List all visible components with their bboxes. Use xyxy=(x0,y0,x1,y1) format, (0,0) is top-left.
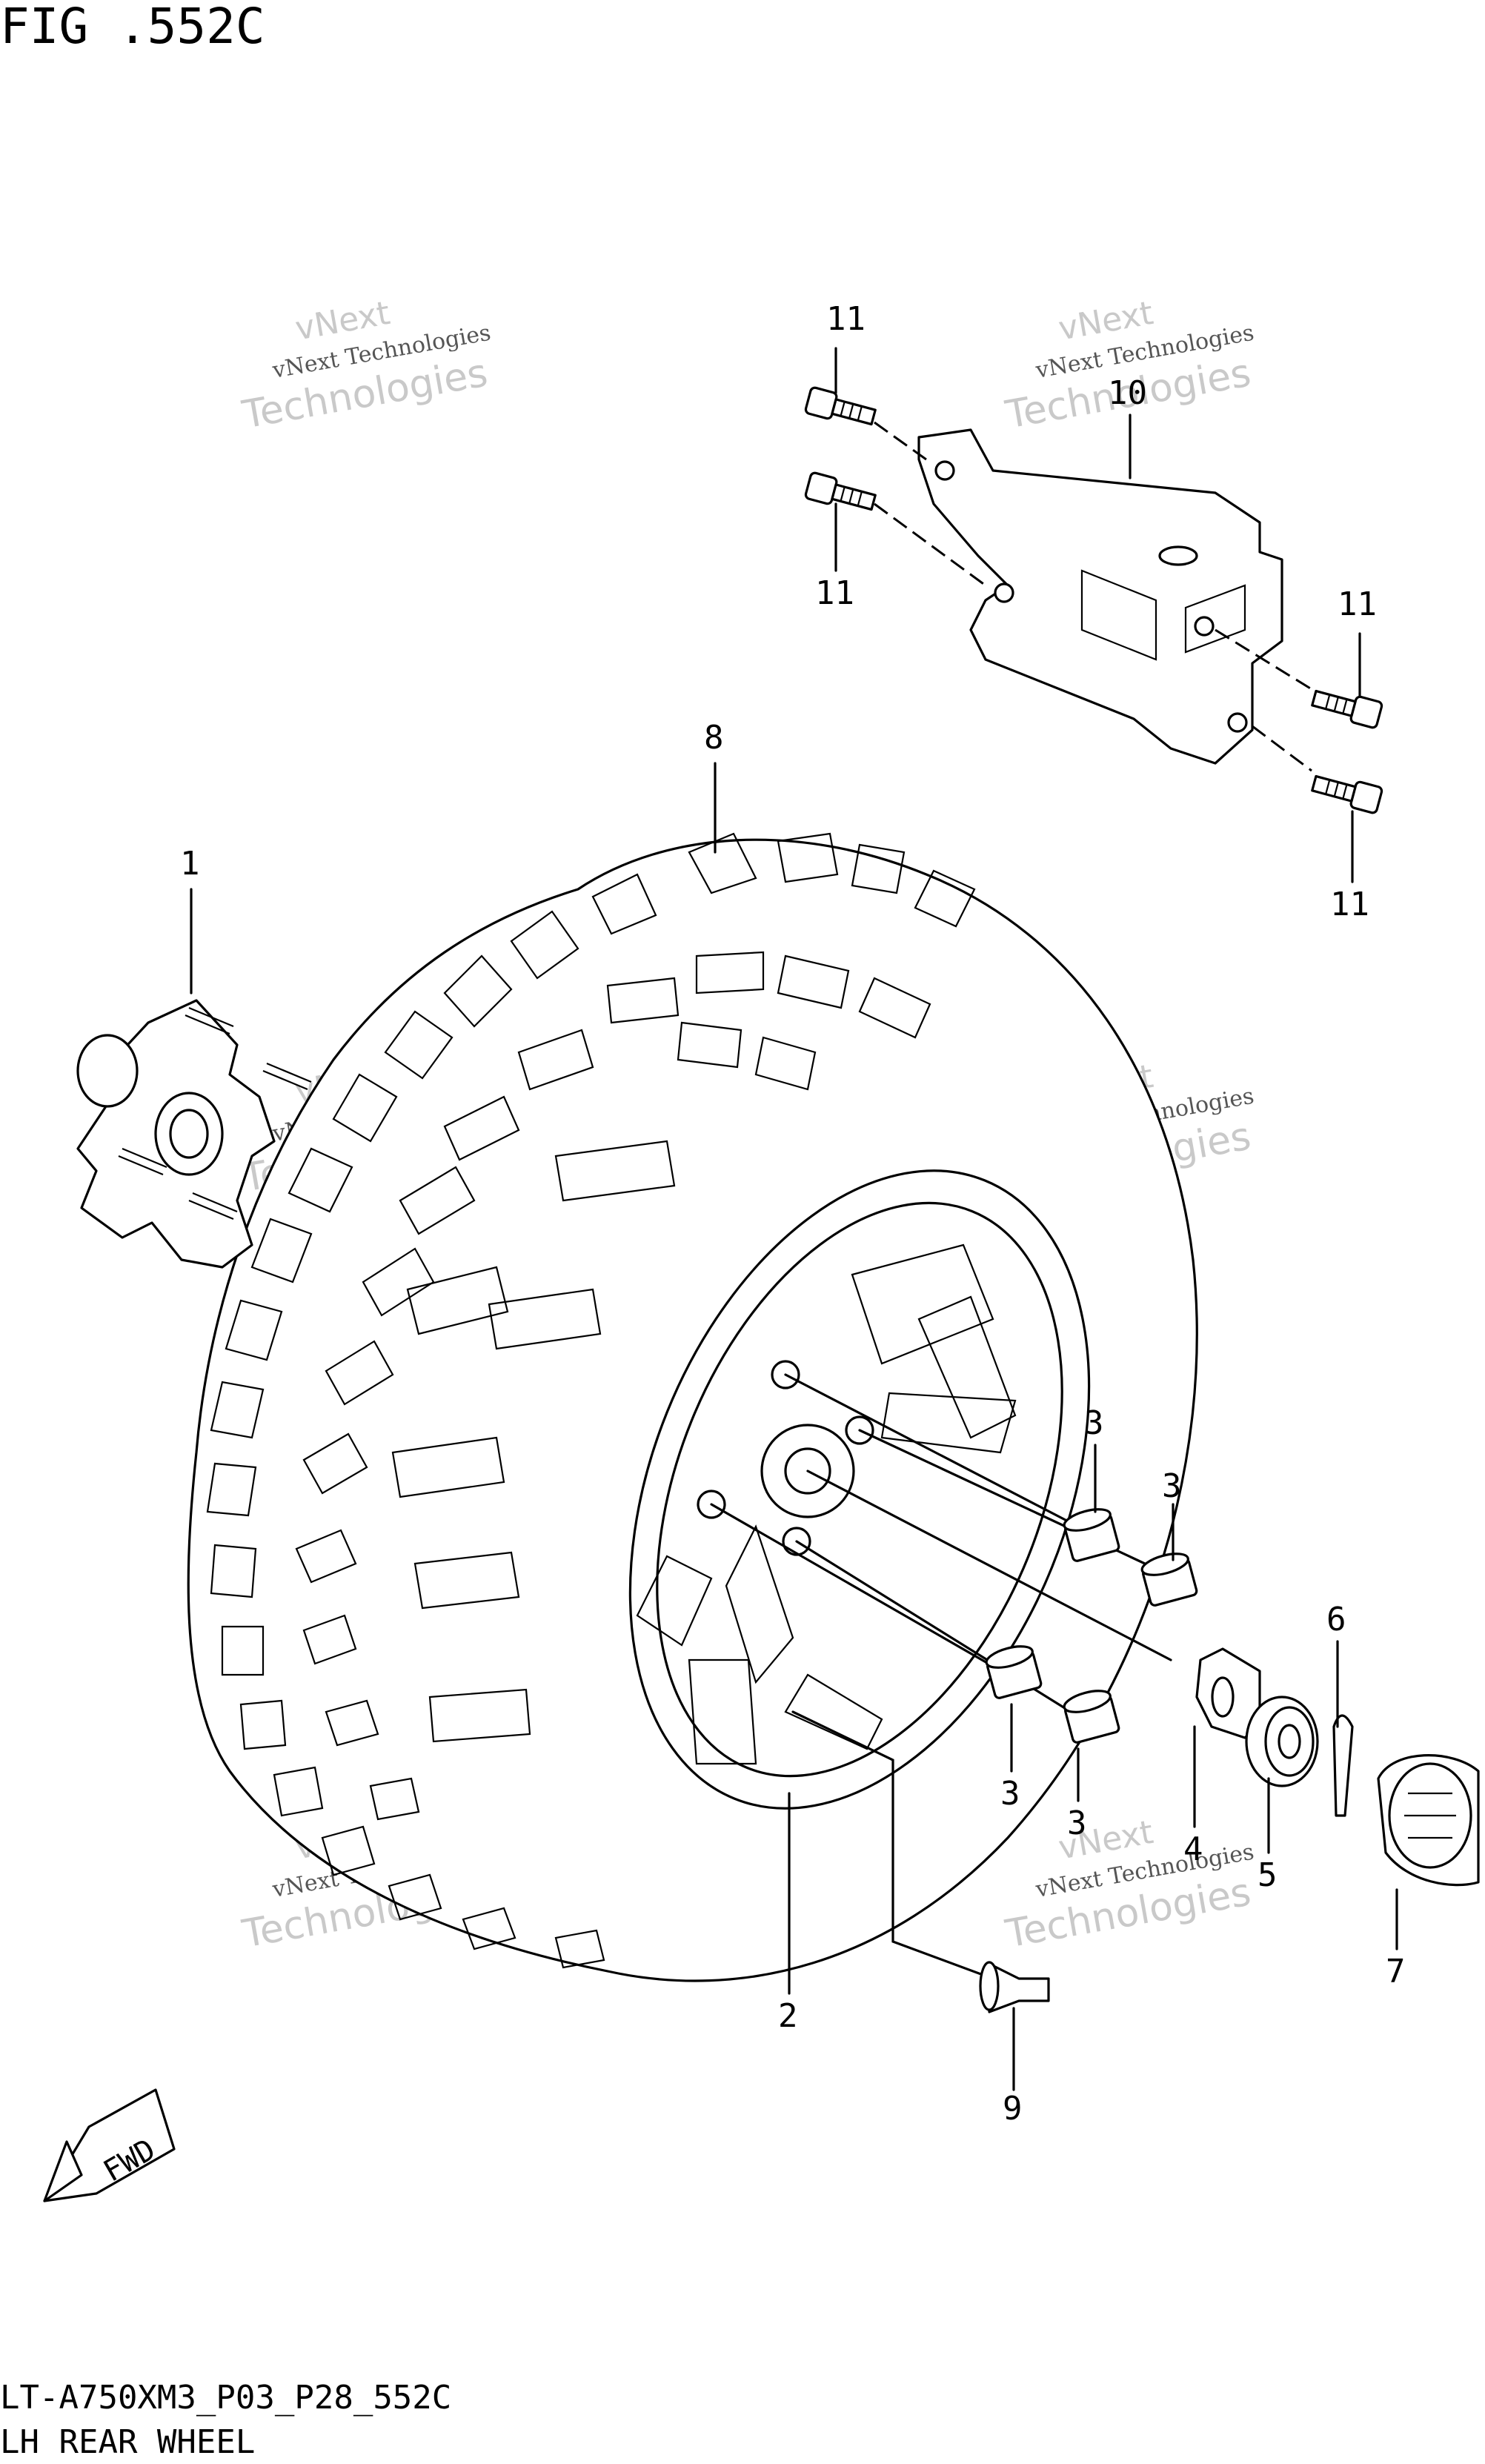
callout-labels: 1 2 3 3 3 3 4 5 6 7 8 9 10 11 11 11 11 xyxy=(180,300,1406,2128)
castle-nut xyxy=(1245,1696,1319,1787)
callout-label: 3 xyxy=(1084,1404,1104,1442)
callout-label: 11 xyxy=(826,300,866,338)
callout-label: 4 xyxy=(1183,1830,1203,1868)
callout-label: 3 xyxy=(1067,1804,1087,1842)
cotter-pin xyxy=(1332,1714,1354,1817)
assembly-lines xyxy=(710,1373,1172,1980)
callout-label: 3 xyxy=(1000,1775,1020,1813)
callout-label: 9 xyxy=(1003,2090,1023,2128)
callout-label: 2 xyxy=(778,1997,798,2035)
wheel-hub xyxy=(76,999,312,1269)
callout-label: 1 xyxy=(180,845,200,883)
leader-lines xyxy=(190,347,1398,2091)
washer xyxy=(1195,1647,1261,1739)
callout-label: 11 xyxy=(815,574,854,612)
callout-label: 10 xyxy=(1108,374,1147,412)
mounting-bracket xyxy=(917,428,1283,765)
figure-title: FIG .552C xyxy=(0,0,265,55)
callout-label: 11 xyxy=(1330,886,1369,923)
callout-label: 5 xyxy=(1258,1856,1278,1894)
tire-valve xyxy=(979,1961,1050,2013)
footer-caption: LH REAR WHEEL xyxy=(0,2423,255,2460)
callout-label: 8 xyxy=(704,719,724,757)
callout-label: 11 xyxy=(1338,585,1377,623)
bracket-bolts xyxy=(804,386,1383,814)
callout-label: 6 xyxy=(1326,1601,1346,1638)
footer-code: LT-A750XM3_P03_P28_552C xyxy=(0,2379,451,2417)
callout-label: 3 xyxy=(1162,1467,1182,1505)
wheel-nuts xyxy=(985,1508,1198,1744)
callout-label: 7 xyxy=(1386,1953,1406,1990)
hub-cap xyxy=(1377,1754,1480,1887)
forward-direction-badge: FWD xyxy=(43,2088,176,2202)
